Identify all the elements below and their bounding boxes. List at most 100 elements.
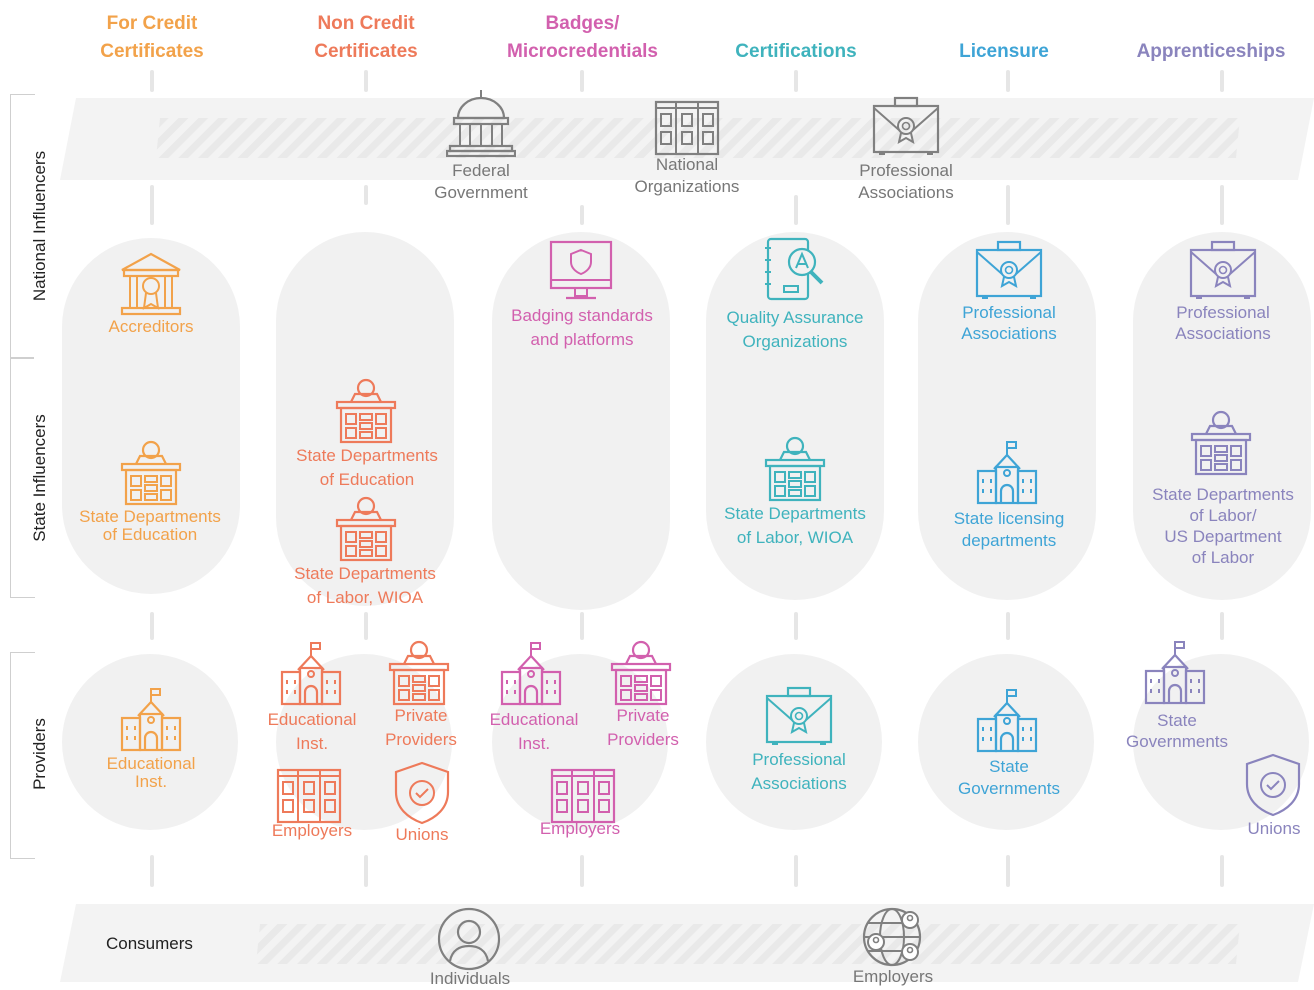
row-label-national: National Influencers <box>30 150 49 302</box>
tick <box>364 612 368 640</box>
consumers-band <box>60 904 1314 982</box>
row-bracket-national-state <box>10 94 35 598</box>
tick <box>364 855 368 887</box>
tick <box>1220 70 1224 92</box>
school-icon <box>498 640 564 706</box>
non-credit-unions: Unions <box>395 825 449 844</box>
shield-icon <box>392 760 452 826</box>
briefcase-icon <box>871 96 941 156</box>
certifications-state-labor: State Departments of Labor, WIOA <box>724 504 866 547</box>
tick <box>150 185 154 225</box>
capitol-icon <box>446 88 516 158</box>
non-credit-private: Private Providers <box>385 706 457 749</box>
tick <box>580 855 584 887</box>
row-label-providers: Providers <box>30 718 49 790</box>
tick <box>1006 612 1010 640</box>
tick <box>1006 70 1010 92</box>
accreditor-building-icon <box>118 250 184 316</box>
badges-private: Private Providers <box>607 706 679 749</box>
tick <box>150 855 154 887</box>
tick <box>794 612 798 640</box>
person-icon <box>436 906 502 972</box>
school-icon <box>278 640 344 706</box>
badges-standards: Badging standards and platforms <box>511 306 653 349</box>
for-credit-edu-inst: Educational Inst. <box>106 754 196 791</box>
monitor-icon <box>548 238 614 304</box>
shield-icon <box>1243 752 1303 818</box>
tick <box>1006 855 1010 887</box>
pill-certifications <box>706 232 884 600</box>
non-credit-state-labor: State Departments of Labor, WIOA <box>294 564 436 607</box>
header-certifications: Certifications <box>735 41 857 62</box>
national-associations-label: Professional Associations <box>858 161 954 202</box>
header-apprenticeships: Apprenticeships <box>1136 41 1286 62</box>
tick <box>794 70 798 92</box>
pill-apprenticeships <box>1133 232 1311 600</box>
briefcase-icon <box>764 686 834 746</box>
national-organizations-label: National Organizations <box>634 155 740 196</box>
employer-building-icon <box>550 764 616 824</box>
state-building-icon <box>1142 636 1208 708</box>
provider-building-icon <box>608 640 674 706</box>
for-credit-state-ed: State Departments of Education <box>79 507 221 544</box>
tick <box>1220 185 1224 225</box>
licensure-prof-assoc: Professional Associations <box>961 303 1057 343</box>
apprenticeships-prof-assoc: Professional Associations <box>1175 303 1271 343</box>
quality-assurance-icon <box>762 236 828 302</box>
tick <box>794 855 798 887</box>
briefcase-icon <box>1188 240 1258 300</box>
apprenticeships-state-labor: State Departments of Labor/ US Departmen… <box>1152 485 1294 567</box>
tick <box>580 205 584 225</box>
national-organization-icon <box>654 96 720 156</box>
licensure-state-gov: State Governments <box>957 757 1061 798</box>
globe-people-icon <box>862 904 928 970</box>
employer-building-icon <box>276 764 342 824</box>
circle-apprenticeships <box>1133 654 1309 830</box>
tick <box>1220 612 1224 640</box>
header-badges: Badges/ Microcredentials <box>507 13 658 62</box>
state-department-icon <box>1188 410 1254 476</box>
tick <box>364 185 368 205</box>
tick <box>1220 855 1224 887</box>
state-department-icon <box>333 378 399 444</box>
certifications-prof-assoc: Professional Associations <box>751 750 847 793</box>
pill-for-credit <box>62 238 240 594</box>
consumers-individuals: Individuals <box>429 969 511 988</box>
licensure-state-licensing: State licensing departments <box>953 509 1065 550</box>
header-licensure: Licensure <box>959 41 1049 62</box>
non-credit-edu-inst: Educational Inst. <box>267 710 357 753</box>
tick <box>150 70 154 92</box>
consumers-employers: Employers <box>852 967 934 986</box>
tick <box>1006 185 1010 225</box>
state-department-icon <box>118 440 184 506</box>
pill-licensure <box>918 232 1096 600</box>
briefcase-icon <box>974 240 1044 300</box>
for-credit-accreditors: Accreditors <box>108 317 194 336</box>
badges-employers: Employers <box>539 819 621 838</box>
provider-building-icon <box>386 640 452 706</box>
row-label-state: State Influencers <box>30 414 49 542</box>
tick <box>580 70 584 92</box>
state-building-icon <box>974 684 1040 756</box>
non-credit-employers: Employers <box>271 821 353 840</box>
tick <box>364 70 368 92</box>
circle-for-credit <box>62 654 238 830</box>
header-for-credit: For Credit Certificates <box>100 13 204 62</box>
badges-edu-inst: Educational Inst. <box>489 710 579 753</box>
school-icon <box>118 686 184 752</box>
state-department-icon <box>762 436 828 502</box>
circle-licensure <box>918 654 1094 830</box>
state-department-icon <box>333 496 399 562</box>
tick <box>150 612 154 640</box>
certifications-qa: Quality Assurance Organizations <box>726 308 864 351</box>
row-label-consumers: Consumers <box>106 934 193 953</box>
tick <box>794 195 798 225</box>
non-credit-state-ed: State Departments of Education <box>296 446 438 489</box>
tick <box>580 612 584 640</box>
state-building-icon <box>974 436 1040 508</box>
row-bracket-providers <box>10 652 35 859</box>
row-divider <box>10 357 34 359</box>
apprenticeships-unions: Unions <box>1247 819 1301 838</box>
apprenticeships-state-gov: State Governments <box>1125 711 1229 751</box>
header-non-credit: Non Credit Certificates <box>314 13 418 62</box>
